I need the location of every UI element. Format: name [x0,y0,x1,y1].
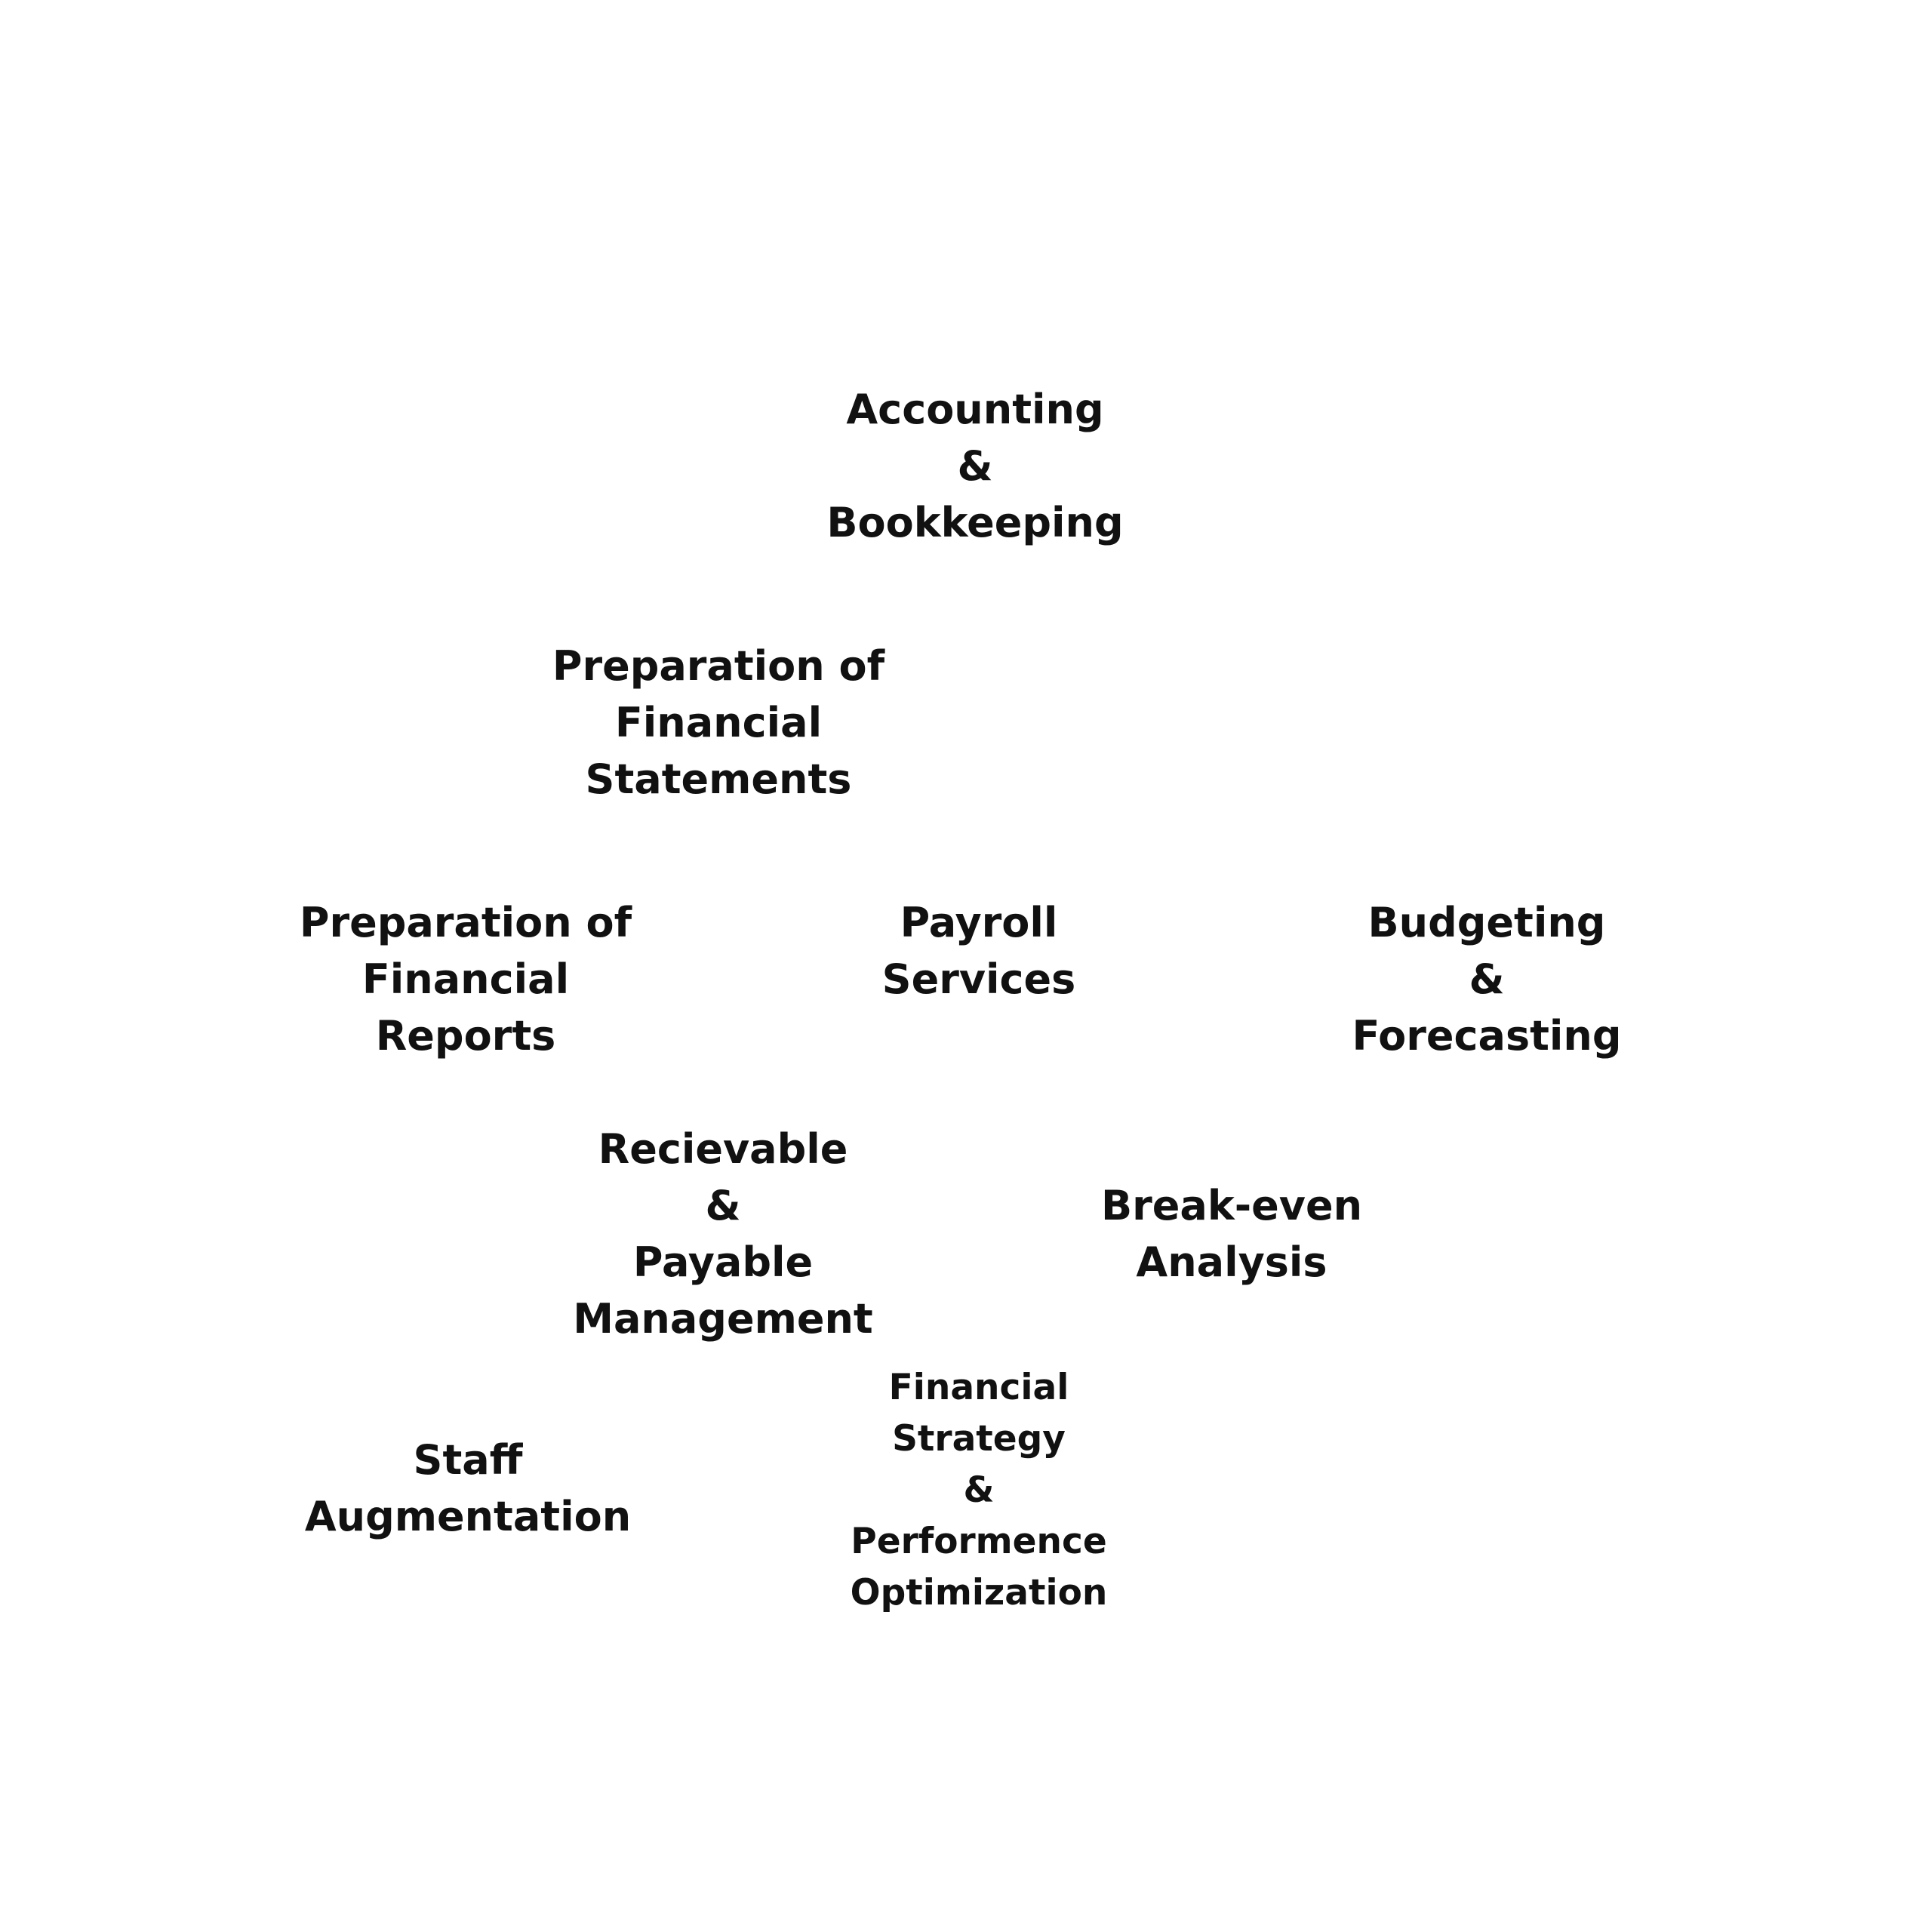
service-breakeven-analysis: Break-even Analysis [1101,1177,1362,1291]
service-line: & [1469,955,1505,1003]
service-line: Budgeting [1367,899,1606,946]
service-line: & [957,442,993,490]
service-financial-reports: Preparation of Financial Reports [300,894,632,1064]
service-line: Forecasting [1352,1012,1622,1060]
service-line: Preparation of [299,899,632,946]
service-budgeting-forecasting: Budgeting & Forecasting [1352,894,1621,1064]
service-line: Services [881,955,1076,1003]
service-line: Payable [632,1238,814,1286]
service-line: Augmentation [304,1493,632,1540]
service-line: Statements [585,755,852,803]
service-line: Management [573,1295,873,1343]
service-financial-strategy: Financial Strategy & Performence Optimiz… [851,1362,1108,1619]
service-staff-augmentation: Staff Augmentation [305,1432,631,1545]
service-line: Strategy [892,1418,1066,1460]
service-line: Performence [851,1521,1107,1562]
service-line: Reports [375,1012,556,1060]
service-line: Analysis [1136,1238,1327,1286]
service-line: & [705,1182,741,1229]
service-line: Bookkeeping [826,499,1124,546]
service-accounting-bookkeeping: Accounting & Bookkeeping [826,381,1123,551]
service-line: Staff [413,1436,523,1484]
service-line: & [963,1469,995,1511]
service-line: Accounting [846,386,1104,433]
service-line: Recievable [598,1125,848,1173]
service-payroll: Payroll Services [882,894,1076,1008]
service-line: Payroll [900,899,1058,946]
service-receivable-payable: Recievable & Payable Management [573,1121,873,1347]
service-line: Optimization [850,1572,1108,1614]
service-line: Break-even [1100,1182,1363,1229]
service-line: Financial [888,1367,1069,1408]
service-line: Financial [361,955,570,1003]
service-line: Preparation of [552,642,885,690]
service-line: Financial [614,699,823,746]
service-financial-statements: Preparation of Financial Statements [552,638,884,808]
